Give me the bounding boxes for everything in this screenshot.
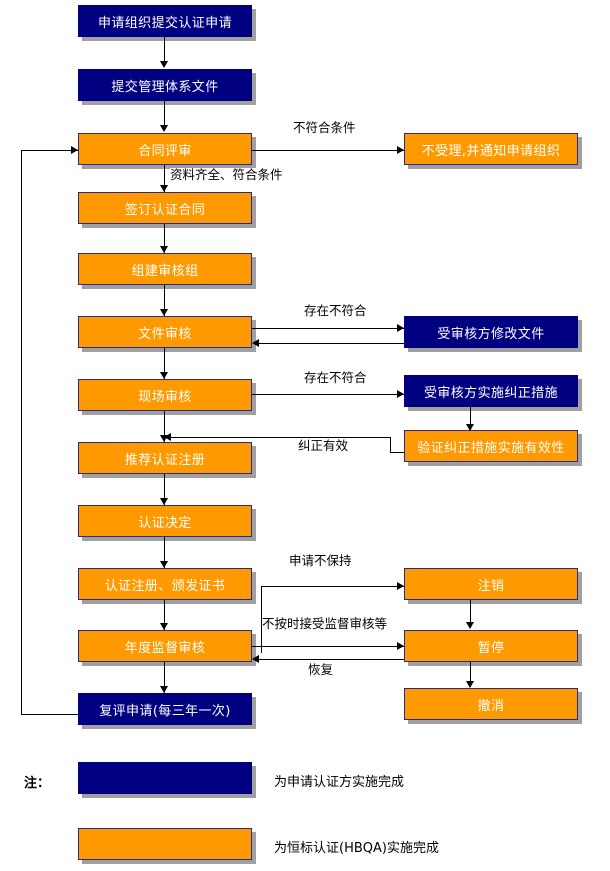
node-verify-corrective-action[interactable]: 验证纠正措施实施有效性 xyxy=(404,430,578,462)
connector-n16-n17 xyxy=(252,646,404,647)
node-cancel[interactable]: 注销 xyxy=(404,568,578,600)
edge-label-nonconformity-doc: 存在不符合 xyxy=(304,303,367,318)
edge-label-not-qualified: 不符合条件 xyxy=(293,120,356,135)
connector-n8-n7 xyxy=(256,343,408,344)
connector-n17-n19 xyxy=(470,661,471,687)
arrowhead-n17-n16 xyxy=(252,655,259,663)
connector-n15-n17 xyxy=(470,599,471,628)
edge-label-missed-surveillance: 不按时接受监督审核等 xyxy=(262,616,388,631)
arrowhead-n10-n11 xyxy=(466,424,474,431)
arrowhead-n17-n19 xyxy=(466,681,474,688)
connector-n11-riser xyxy=(390,437,391,452)
arrowhead-n9-n12 xyxy=(160,435,168,442)
connector-n12-n13 xyxy=(164,473,165,506)
node-annual-surveillance-audit[interactable]: 年度监督审核 xyxy=(78,630,252,662)
arrowhead-n14-n16 xyxy=(160,623,168,630)
edge-label-correction-effective: 纠正有效 xyxy=(298,438,349,453)
arrowhead-n13-n14 xyxy=(160,561,168,568)
connector-n3-n5 xyxy=(164,164,165,193)
legend-swatch-applicant xyxy=(78,762,252,794)
connector-n2-n3 xyxy=(164,100,165,130)
arrowhead-n2-n3 xyxy=(160,125,168,132)
connector-n5-n6 xyxy=(164,223,165,254)
arrowhead-n14-n15 xyxy=(397,582,404,590)
edge-label-qualified: 资料齐全、符合条件 xyxy=(170,167,283,182)
node-auditee-revise-documents[interactable]: 受审核方修改文件 xyxy=(404,316,578,348)
connector-n14-n15 xyxy=(261,586,404,587)
connector-n3-n4 xyxy=(252,150,404,151)
node-certification-decision[interactable]: 认证决定 xyxy=(78,505,252,537)
arrowhead-n16-n17 xyxy=(397,642,404,650)
edge-label-nonconformity-onsite: 存在不符合 xyxy=(304,370,367,385)
arrowhead-n12-n13 xyxy=(160,498,168,505)
arrowhead-n5-n6 xyxy=(160,246,168,253)
connector-n18-exit xyxy=(21,714,78,715)
connector-feedback-to-n3 xyxy=(21,150,78,151)
legend-note-label: 注： xyxy=(24,776,51,791)
arrowhead-n15-n17 xyxy=(466,622,474,629)
node-suspend[interactable]: 暂停 xyxy=(404,630,578,662)
connector-feedback-riser xyxy=(21,150,22,714)
node-onsite-audit[interactable]: 现场审核 xyxy=(78,379,252,411)
node-reject-and-notify[interactable]: 不受理,并通知申请组织 xyxy=(404,133,578,165)
arrowhead-n8-n7 xyxy=(252,339,259,347)
connector-n1-n2 xyxy=(164,36,165,66)
arrowhead-n7-n8 xyxy=(397,324,404,332)
connector-n7-n9 xyxy=(164,347,165,380)
arrowhead-n6-n7 xyxy=(160,309,168,316)
legend-swatch-certifier xyxy=(78,828,252,860)
node-recommend-registration[interactable]: 推荐认证注册 xyxy=(78,442,252,474)
legend-text-certifier: 为恒标认证(HBQA)实施完成 xyxy=(274,841,439,856)
node-contract-review[interactable]: 合同评审 xyxy=(78,133,252,165)
connector-n11-exit xyxy=(390,452,408,453)
edge-label-restore: 恢复 xyxy=(308,662,334,677)
node-form-audit-team[interactable]: 组建审核组 xyxy=(78,253,252,285)
node-submit-application[interactable]: 申请组织提交认证申请 xyxy=(78,5,252,37)
arrowhead-n7-n9 xyxy=(160,372,168,379)
connector-n11-to-spine xyxy=(168,437,390,438)
connector-n17-n16 xyxy=(256,659,408,660)
arrowhead-n9-n10 xyxy=(397,390,404,398)
connector-n6-n7 xyxy=(164,284,165,317)
connector-n14-branch-riser xyxy=(261,586,262,653)
arrowhead-n1-n2 xyxy=(160,61,168,68)
connector-n13-n14 xyxy=(164,536,165,569)
legend-text-applicant: 为申请认证方实施完成 xyxy=(274,775,405,790)
arrowhead-n3-n4 xyxy=(397,146,404,154)
connector-n7-n8 xyxy=(252,328,404,329)
node-recertification-request[interactable]: 复评申请(每三年一次) xyxy=(78,693,252,725)
connector-n16-n18 xyxy=(164,661,165,694)
arrowhead-feedback-n3 xyxy=(71,146,78,154)
node-register-and-issue-cert[interactable]: 认证注册、颁发证书 xyxy=(78,568,252,600)
node-submit-system-documents[interactable]: 提交管理体系文件 xyxy=(78,69,252,101)
connector-n9-n12 xyxy=(164,410,165,443)
connector-n9-n10 xyxy=(252,394,404,395)
connector-n10-n11 xyxy=(470,406,471,431)
node-document-audit[interactable]: 文件审核 xyxy=(78,316,252,348)
node-sign-contract[interactable]: 签订认证合同 xyxy=(78,192,252,224)
node-auditee-corrective-action[interactable]: 受审核方实施纠正措施 xyxy=(404,375,578,407)
connector-n14-n16 xyxy=(164,599,165,631)
node-withdraw[interactable]: 撤消 xyxy=(404,688,578,720)
arrowhead-n3-n5 xyxy=(160,185,168,192)
edge-label-not-maintained: 申请不保持 xyxy=(289,553,352,568)
arrowhead-n16-n18 xyxy=(160,686,168,693)
